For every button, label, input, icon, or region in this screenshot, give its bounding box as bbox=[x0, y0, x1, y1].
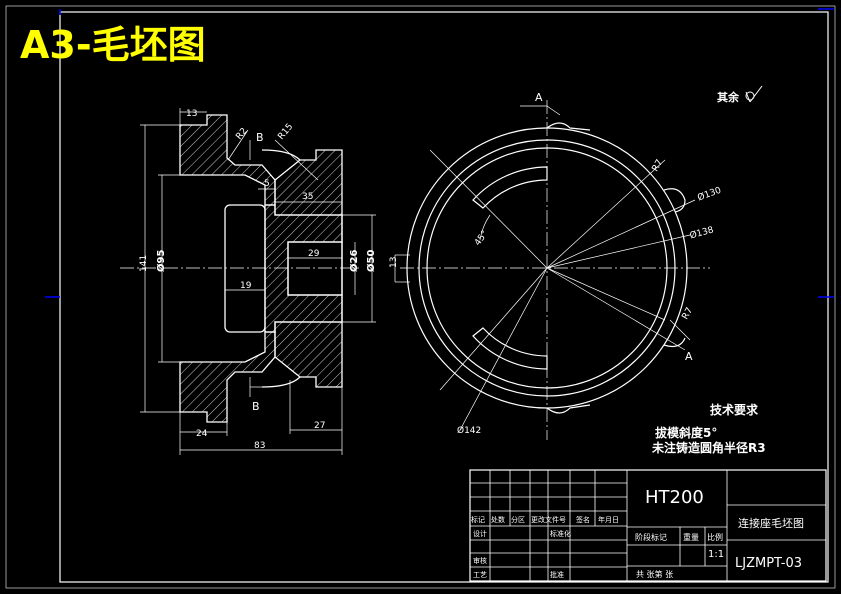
part-name: 连接座毛坯图 bbox=[738, 516, 804, 530]
dim-45deg: 45° bbox=[473, 229, 490, 248]
hdr-sign: 签名 bbox=[576, 515, 590, 524]
end-view-construction bbox=[394, 100, 710, 440]
title-block-text: HT200 连接座毛坯图 LJZMPT-03 1:1 阶段标记 重量 比例 共 … bbox=[471, 487, 804, 579]
section-view bbox=[179, 114, 343, 423]
section-mark-b-bottom: B bbox=[252, 400, 260, 413]
weight-label: 重量 bbox=[683, 532, 699, 542]
section-bottom-flange bbox=[274, 321, 343, 388]
title-block-lines bbox=[469, 469, 827, 582]
dim-13-end: 13 bbox=[389, 257, 399, 268]
slot-lower bbox=[472, 327, 548, 370]
sheet-title: A3-毛坯图 bbox=[20, 23, 206, 67]
outer-frame bbox=[5, 5, 836, 589]
section-top-hatch bbox=[179, 114, 276, 206]
end-view-labels: A A R7 Ø130 Ø138 45° 13 R7 Ø142 bbox=[389, 91, 723, 436]
dim-13: 13 bbox=[186, 109, 197, 119]
dim-r2: R2 bbox=[234, 126, 249, 142]
dim-5: 5 bbox=[264, 179, 270, 189]
dim-d130: Ø130 bbox=[696, 185, 723, 204]
tech-req-line1: 拔模斜度5° bbox=[655, 425, 717, 440]
section-bottom-hatch bbox=[179, 331, 276, 423]
material: HT200 bbox=[645, 487, 704, 508]
dim-d50: Ø50 bbox=[365, 250, 377, 272]
row-approve: 批准 bbox=[550, 570, 564, 579]
row-design: 设计 bbox=[473, 529, 487, 538]
dim-29: 29 bbox=[308, 249, 320, 259]
section-dimensions bbox=[120, 108, 376, 455]
tech-req-title: 技术要求 bbox=[710, 402, 759, 417]
roughness-note: 其余 bbox=[717, 90, 740, 104]
tech-req-line2: 未注铸造圆角半径R3 bbox=[651, 440, 766, 455]
section-hub-hatch bbox=[264, 204, 343, 333]
hdr-mark: 标记 bbox=[471, 515, 485, 524]
dim-27: 27 bbox=[314, 421, 325, 431]
row-process: 工艺 bbox=[473, 571, 487, 579]
inner-bore bbox=[224, 204, 266, 333]
dim-d95: Ø95 bbox=[155, 250, 167, 272]
ratio-label: 比例 bbox=[707, 532, 723, 542]
inner-frame bbox=[59, 11, 829, 583]
row-std: 标准化 bbox=[550, 529, 571, 538]
dim-d138: Ø138 bbox=[689, 224, 716, 241]
dim-r7-bottom: R7 bbox=[681, 306, 696, 321]
slot-upper bbox=[472, 166, 548, 209]
hdr-count: 处数 bbox=[491, 515, 505, 524]
dim-141: 141 bbox=[139, 255, 149, 272]
stage-label: 阶段标记 bbox=[635, 532, 667, 542]
dim-d26: Ø26 bbox=[348, 250, 360, 272]
dim-83: 83 bbox=[254, 441, 265, 451]
scale-value: 1:1 bbox=[708, 549, 724, 560]
section-mark-a-top: A bbox=[535, 91, 543, 104]
sheets-label: 共 张第 张 bbox=[636, 569, 673, 579]
row-check: 审核 bbox=[473, 556, 487, 565]
dim-19: 19 bbox=[240, 281, 252, 291]
hdr-date: 年月日 bbox=[598, 515, 619, 524]
dim-35: 35 bbox=[302, 192, 313, 202]
dim-24: 24 bbox=[196, 429, 208, 439]
hdr-zone: 分区 bbox=[511, 515, 525, 524]
dim-r15: R15 bbox=[276, 122, 295, 142]
roughness-symbol bbox=[745, 85, 763, 103]
dim-d142: Ø142 bbox=[457, 425, 481, 436]
section-mark-b-top: B bbox=[256, 131, 264, 144]
drawing-number: LJZMPT-03 bbox=[735, 556, 802, 571]
section-mark-a-bottom: A bbox=[685, 350, 693, 363]
hdr-docno: 更改文件号 bbox=[531, 515, 566, 524]
section-top-flange bbox=[274, 149, 343, 216]
